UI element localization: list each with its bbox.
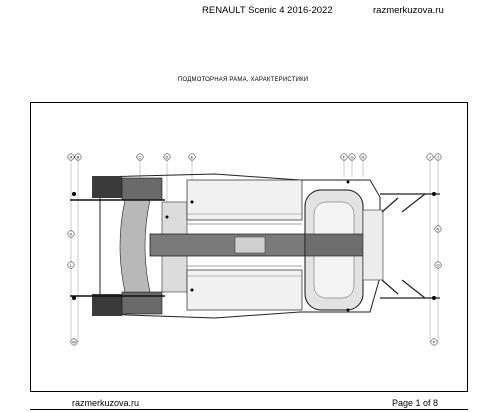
side-marker-bubbles xyxy=(67,225,442,346)
measurement-points xyxy=(72,180,436,312)
marker-e: E xyxy=(191,155,194,160)
marker-h: H xyxy=(362,155,365,160)
marker-m: M xyxy=(72,340,75,345)
diagram-frame xyxy=(30,102,468,392)
marker-b: B xyxy=(77,155,80,160)
marker-c: C xyxy=(139,155,142,160)
header-website: razmerkuzova.ru xyxy=(373,5,444,16)
diagram-subtitle: ПОДМОТОРНАЯ РАМА, ХАРАКТЕРИСТИКИ xyxy=(178,77,309,83)
rear-cross-members xyxy=(380,193,440,299)
footer-website: razmerkuzova.ru xyxy=(72,398,140,408)
floor-pan xyxy=(149,179,311,311)
bottom-rule xyxy=(30,409,468,410)
marker-o: O xyxy=(436,263,439,268)
marker-n: N xyxy=(437,227,440,232)
side-marker-labels: K L M N O P xyxy=(70,227,440,345)
page-indicator: Page 1 of 8 xyxy=(392,398,439,408)
marker-p: P xyxy=(433,340,436,345)
marker-g: G xyxy=(350,155,353,160)
marker-a: A xyxy=(70,155,73,160)
top-marker-labels: A B C D E F G H I J xyxy=(70,155,439,160)
underbody-diagram: A B C D E F G H I J K L M N O P xyxy=(67,153,442,346)
top-marker-bubbles xyxy=(67,153,442,161)
marker-f: F xyxy=(343,155,346,160)
document-title: RENAULT Scenic 4 2016-2022 xyxy=(202,5,333,16)
marker-d: D xyxy=(166,155,169,160)
marker-i: I xyxy=(429,155,430,160)
marker-k: K xyxy=(70,232,73,237)
marker-j: J xyxy=(437,155,439,160)
marker-l: L xyxy=(70,263,73,268)
rear-floor xyxy=(304,189,384,311)
